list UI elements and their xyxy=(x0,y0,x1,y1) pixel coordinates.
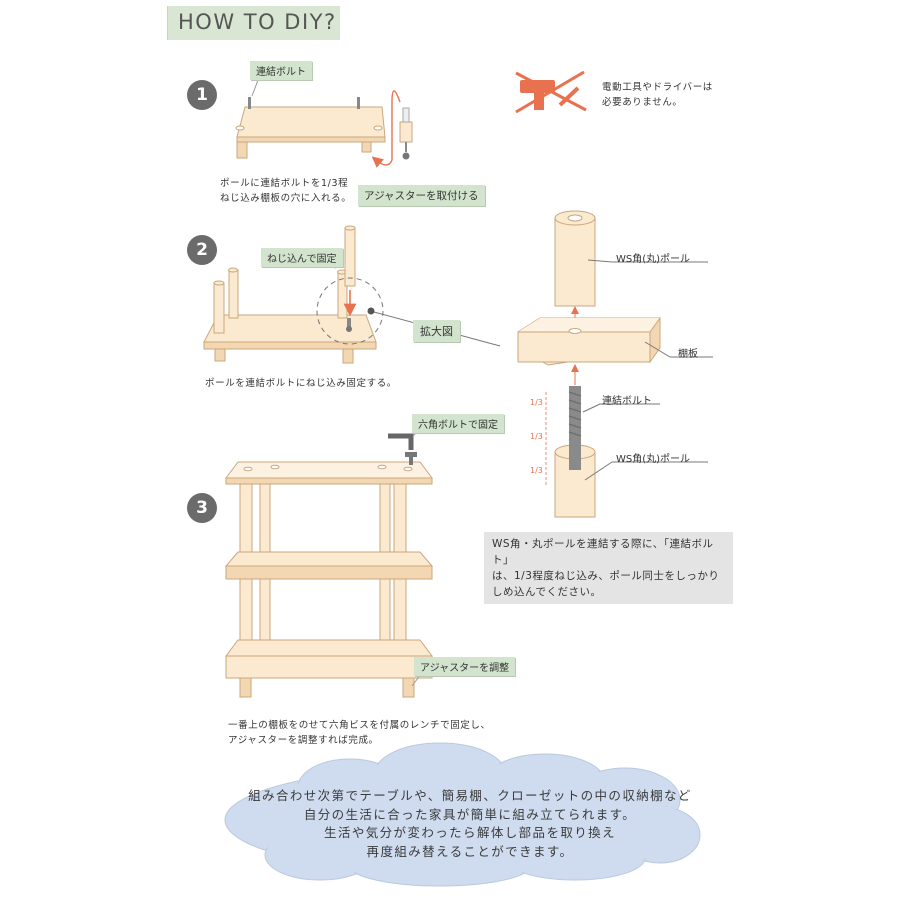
bolt-note-box: WS角・丸ポールを連結する際に、「連結ボルト」 は、1/3程度ねじ込み、ポール同… xyxy=(484,532,733,604)
step2-shelf-illustration xyxy=(203,225,501,364)
tag-hex-bolt-fix: 六角ボルトで固定 xyxy=(412,414,504,433)
fraction-1: 1/3 xyxy=(530,398,543,407)
fraction-3: 1/3 xyxy=(530,466,543,475)
label-shelf: 棚板 xyxy=(678,349,698,360)
step1-shelf-illustration xyxy=(235,79,386,159)
adjuster-illustration xyxy=(371,90,413,168)
tag-enlarged-view: 拡大図 xyxy=(413,320,460,342)
step-1-number: 1 xyxy=(187,80,217,110)
detail-illustration xyxy=(517,210,713,518)
label-pole-top: WS角(丸)ポール xyxy=(616,254,691,265)
cloud-line2: 自分の生活に合った家具が簡単に組み立てられます。 xyxy=(303,806,637,822)
label-connecting-bolt: 連結ボルト xyxy=(602,396,652,407)
tag-connecting-bolt: 連結ボルト xyxy=(250,61,312,80)
cloud-line1: 組み合わせ次第でテーブルや、簡易棚、クローゼットの中の収納棚など xyxy=(248,788,692,803)
step-3-number: 3 xyxy=(187,493,217,523)
step-3-caption-line1: 一番上の棚板をのせて六角ビスを付属のレンチで固定し、 xyxy=(228,720,491,731)
step3-rack-illustration xyxy=(224,427,434,698)
step-3-caption-line2: アジャスターを調整すれば完成。 xyxy=(228,735,379,746)
tag-attach-adjuster: アジャスターを取付ける xyxy=(358,185,485,206)
step-1-caption-line2: ねじ込み棚板の穴に入れる。 xyxy=(220,193,352,204)
no-tools-note-line2: 必要ありません。 xyxy=(602,97,683,108)
tag-adjust-adjuster: アジャスターを調整 xyxy=(414,657,516,676)
bolt-note-line2: は、1/3程度ねじ込み、ポール同士をしっかり xyxy=(492,570,720,582)
page-title: HOW TO DIY? xyxy=(178,10,337,34)
fraction-2: 1/3 xyxy=(530,432,543,441)
bolt-note-line1: WS角・丸ポールを連結する際に、「連結ボルト」 xyxy=(492,538,714,566)
tag-screw-fix: ねじ込んで固定 xyxy=(261,248,343,267)
bolt-note-line3: しめ込んでください。 xyxy=(492,586,602,598)
step-2-number: 2 xyxy=(187,235,217,265)
label-pole-bottom: WS角(丸)ポール xyxy=(616,454,691,465)
cloud-message: 組み合わせ次第でテーブルや、簡易棚、クローゼットの中の収納棚など 自分の生活に合… xyxy=(190,787,750,861)
no-tools-icon xyxy=(515,70,587,114)
title-banner xyxy=(167,6,340,40)
cloud-line3: 生活や気分が変わったら解体し部品を取り換え xyxy=(324,825,616,840)
step-1-caption-line1: ポールに連結ボルトを1/3程 xyxy=(220,178,349,189)
no-tools-note-line1: 電動工具やドライバーは xyxy=(602,82,713,93)
step-1-caption: ポールに連結ボルトを1/3程 ねじ込み棚板の穴に入れる。 xyxy=(220,176,351,206)
step-3-caption: 一番上の棚板をのせて六角ビスを付属のレンチで固定し、 アジャスターを調整すれば完… xyxy=(228,718,491,748)
step-2-caption: ポールを連結ボルトにねじ込み固定する。 xyxy=(205,378,397,389)
no-tools-note: 電動工具やドライバーは 必要ありません。 xyxy=(602,80,713,110)
cloud-line4: 再度組み替えることができます。 xyxy=(366,843,574,859)
